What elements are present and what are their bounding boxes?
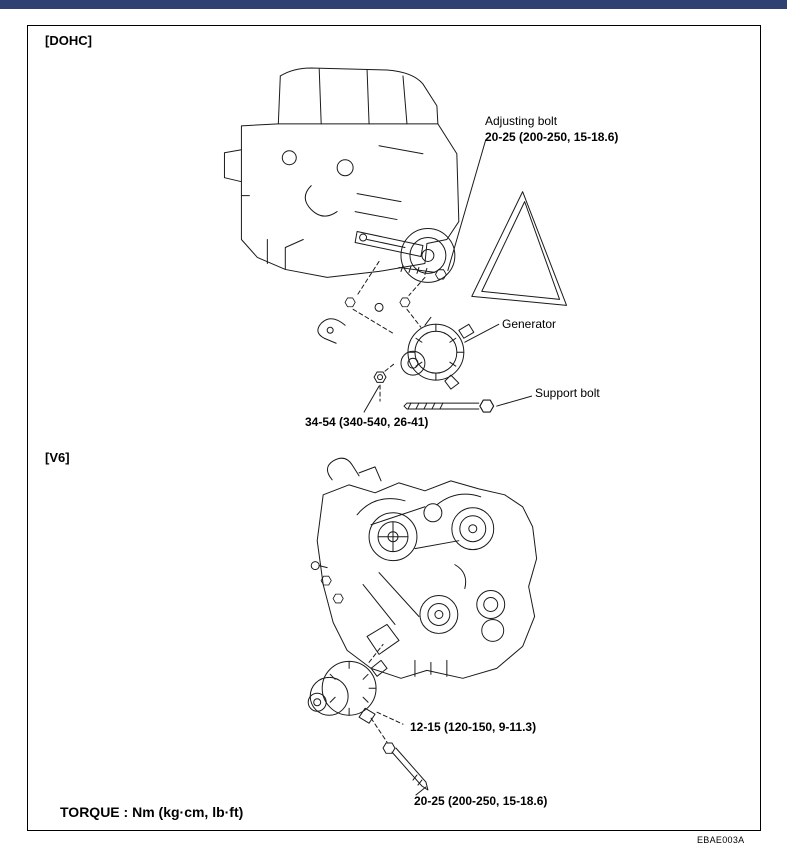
top-bar	[0, 0, 787, 9]
adjusting-bolt-callout: Adjusting bolt 20-25 (200-250, 15-18.6)	[485, 114, 618, 145]
v6-engine-illustration	[307, 457, 538, 796]
figure-frame: [DOHC] Adjusting bolt 20-25 (200-250, 15…	[27, 25, 761, 831]
mount-nut-torque: 34-54 (340-540, 26-41)	[305, 415, 429, 429]
torque-units-note: TORQUE : Nm (kg·cm, lb·ft)	[60, 804, 244, 820]
dohc-section-tag: [DOHC]	[45, 33, 92, 48]
v6-adjusting-bolt-torque: 12-15 (120-150, 9-11.3)	[410, 720, 537, 734]
adjusting-bolt-label: Adjusting bolt	[485, 114, 558, 128]
support-bolt-label: Support bolt	[535, 386, 600, 400]
v6-through-bolt-torque: 20-25 (200-250, 15-18.6)	[414, 794, 548, 808]
generator-label: Generator	[502, 317, 557, 331]
figure-code: EBAE003A	[697, 835, 745, 845]
adjusting-bolt-torque: 20-25 (200-250, 15-18.6)	[485, 129, 619, 144]
v6-section-tag: [V6]	[45, 450, 70, 465]
